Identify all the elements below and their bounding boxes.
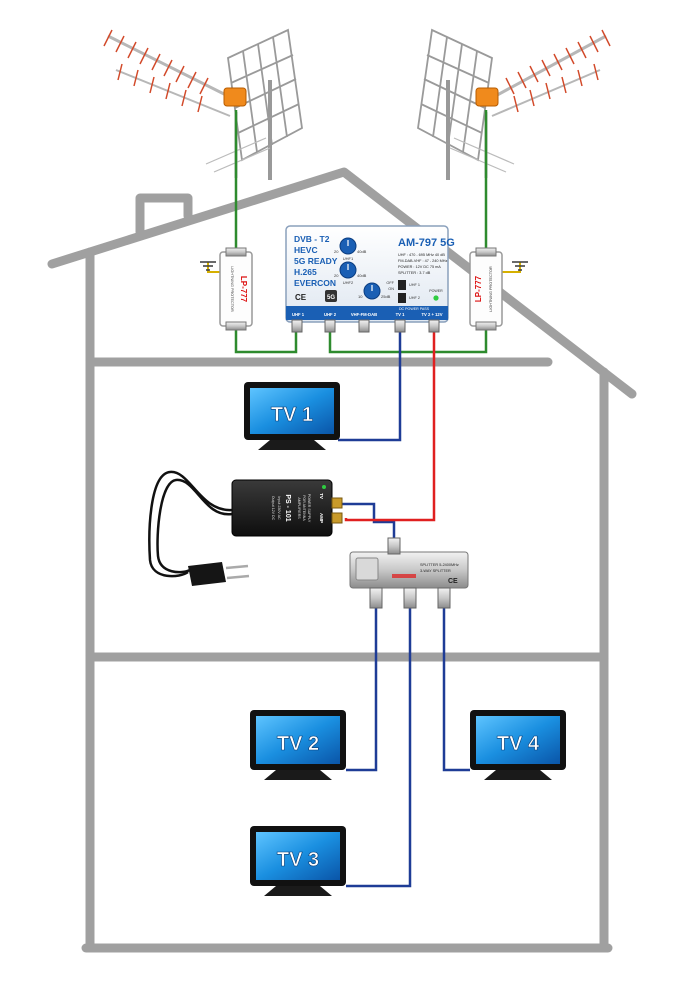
tv-1: TV 1: [244, 382, 340, 450]
amp-model: AM-797 5G: [398, 237, 455, 249]
tv-1-label: TV 1: [271, 404, 313, 426]
amp-spec-3: POWER : 12V DC 75 mA: [398, 265, 441, 269]
splitter-output-1: [369, 587, 383, 609]
dc-power-switch-uhf1[interactable]: [398, 280, 406, 290]
psu-model: PS - 101: [284, 494, 291, 521]
switch-uhf2-label: UHF 2: [409, 296, 420, 300]
cable-tv1-output: [338, 330, 402, 442]
house-outline: [47, 167, 637, 953]
red-cable: [344, 330, 436, 522]
tv-2: TV 2: [250, 710, 346, 780]
splitter-ce-mark: CE: [448, 578, 458, 585]
lightning-protector-right: LP-777 LIGHTNING PROTECTOR: [469, 247, 503, 331]
psu-line-4: Input 230V AC: [277, 496, 281, 520]
splitter-output-3: [437, 587, 451, 609]
lp-left-caption: LIGHTNING PROTECTOR: [230, 266, 234, 312]
blue-cables: [338, 330, 470, 888]
lp-right-caption: LIGHTNING PROTECTOR: [489, 266, 493, 312]
psu-led: [322, 485, 326, 489]
splitter-output-2: [403, 587, 417, 609]
dc-power-switch-uhf2[interactable]: [398, 293, 406, 303]
psu-eu-plug: [188, 562, 250, 586]
amp-brand-line-1: DVB - T2: [294, 234, 330, 244]
cable-splitter-to-tv3: [346, 608, 412, 888]
tv-4-label: TV 4: [497, 733, 540, 755]
lp-right-model: LP-777: [474, 275, 483, 302]
uhf1-gain-max: 40dB: [357, 249, 367, 254]
psu-tv-connector: [331, 497, 343, 509]
amp-spec-1: UHF : 470 - 695 MHz 40 dB: [398, 253, 445, 257]
amp-5g-badge: 5G: [327, 295, 335, 301]
amp-brand-line-4: H.265: [294, 267, 317, 277]
switch-uhf1-label: UHF 1: [409, 283, 420, 287]
psu-line-3: AMPLIFIERS: [297, 497, 301, 519]
vhf-gain-min: 10: [358, 294, 363, 299]
amp-brand-line-5: EVERCON: [294, 278, 336, 288]
cable-lp-right-to-uhf2: [328, 328, 488, 354]
roof-line: [47, 167, 637, 399]
power-supply-ps-101: PS - 101 POWER SUPPLY FOR ANTENNA AMPLIF…: [148, 470, 343, 586]
splitter-sub-label: 3-WAY SPLITTER: [420, 569, 451, 573]
port-uhf1: UHF 1: [292, 312, 305, 317]
uhf1-knob-label: UHF1: [343, 256, 354, 261]
lightning-protector-left: LP-777 LIGHTNING PROTECTOR: [219, 247, 253, 331]
amp-ce-mark: CE: [295, 293, 307, 302]
psu-tv-port-label: TV: [319, 493, 324, 499]
psu-line-5: Output 12V DC: [271, 496, 275, 521]
amp-spec-4: SPLITTER : 3.7 dB: [398, 271, 431, 275]
vhf-gain-max: 25dB: [381, 294, 391, 299]
ground-symbols: [200, 261, 528, 271]
uhf2-knob-label: UHF2: [343, 280, 354, 285]
dc-power-pass-label: DC POWER PASS: [399, 307, 430, 311]
splitter-label: SPLITTER 5-2400MHz: [420, 563, 459, 567]
switch-uhf1-on: ON: [388, 287, 394, 291]
amp-brand-line-2: HEVC: [294, 245, 318, 255]
splitter-input-connector: [387, 537, 401, 555]
cable-lp-left-to-uhf1: [234, 328, 298, 354]
psu-amp-connector: [331, 512, 343, 524]
antenna-left: [103, 28, 303, 180]
tv-3: TV 3: [250, 826, 346, 896]
cable-tv2-plus-12v: [344, 330, 436, 522]
cable-splitter-to-tv4: [442, 608, 470, 772]
uhf2-gain-min: 20: [334, 273, 339, 278]
tv-2-label: TV 2: [277, 733, 319, 755]
psu-line-2: FOR ANTENNA: [302, 495, 306, 521]
amp-spec-2: FM-DAB-VHF : 47 - 240 MHz: [398, 259, 447, 263]
port-tv1: TV 1: [396, 312, 406, 317]
switch-uhf1-off: OFF: [386, 281, 394, 285]
amp-5g-badge-bg: [325, 290, 337, 302]
splitter-3-way: SPLITTER 5-2400MHz 3-WAY SPLITTER CE: [349, 537, 469, 609]
power-label: POWER: [429, 289, 443, 293]
tv-4: TV 4: [470, 710, 566, 780]
tv-3-label: TV 3: [277, 849, 319, 871]
chimney: [135, 193, 193, 237]
cable-psu-tv-to-splitter: [340, 502, 396, 542]
amp-brand-line-3: 5G READY: [294, 256, 338, 266]
uhf2-gain-max: 40dB: [357, 273, 367, 278]
cable-splitter-to-tv2: [346, 608, 378, 772]
port-vhf-fm-dab: VHF-FM-DAB: [351, 312, 377, 317]
lp-left-model: LP-777: [239, 276, 248, 303]
psu-line-1: POWER SUPPLY: [307, 494, 311, 523]
amp-f-connectors: [291, 319, 440, 333]
psu-amp-port-label: AMP: [319, 513, 324, 523]
green-cables: [234, 110, 488, 354]
amplifier-am-797: DVB - T2 HEVC 5G READY H.265 EVERCON CE …: [285, 225, 455, 333]
uhf1-gain-min: 20: [334, 249, 339, 254]
antenna-right: [417, 28, 611, 180]
port-uhf2: UHF 2: [324, 312, 337, 317]
port-tv2-12v: TV 2 + 12V: [421, 312, 442, 317]
power-led: [433, 295, 439, 301]
